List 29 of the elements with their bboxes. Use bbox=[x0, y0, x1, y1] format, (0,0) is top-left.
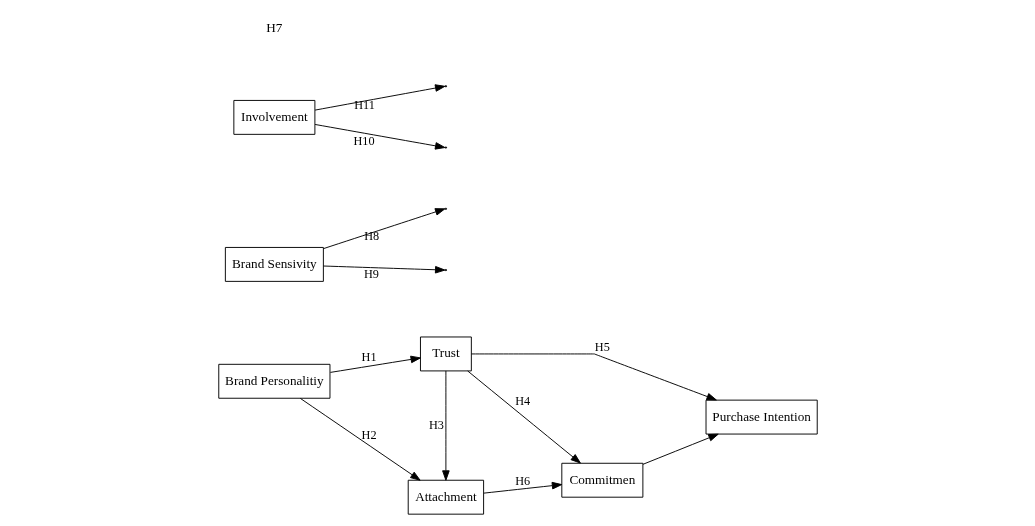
node-box: Involvement bbox=[232, 99, 315, 135]
arrow bbox=[482, 481, 562, 494]
edge-label: H1 bbox=[361, 349, 377, 364]
arrow bbox=[642, 433, 719, 465]
node-box: Commitmen bbox=[560, 462, 643, 498]
arrow bbox=[329, 355, 421, 373]
edge-label: H10 bbox=[352, 133, 375, 148]
arrow bbox=[314, 124, 445, 150]
arrow bbox=[322, 265, 445, 274]
arrow bbox=[466, 370, 581, 464]
arrow bbox=[314, 84, 445, 111]
node-box: Attachment bbox=[407, 479, 484, 515]
edge-label: H8 bbox=[363, 228, 379, 243]
node-box: Brand Sensivity bbox=[224, 247, 324, 282]
arrow bbox=[322, 208, 445, 250]
edge-label: H9 bbox=[363, 266, 379, 281]
arrow bbox=[299, 397, 421, 481]
edge-label: H4 bbox=[514, 394, 530, 409]
edge-label: H3 bbox=[428, 417, 444, 432]
arrow bbox=[470, 353, 717, 401]
arrow bbox=[441, 370, 450, 481]
edge-label: H2 bbox=[361, 428, 377, 443]
label: H7 bbox=[265, 20, 282, 36]
node-box: Purchase Intention bbox=[705, 399, 818, 435]
edge-label: H6 bbox=[514, 474, 530, 489]
edge-label: H11 bbox=[353, 97, 375, 112]
node-box: Brand Personalitiy bbox=[217, 363, 330, 399]
node-box: Trust bbox=[419, 336, 472, 372]
edge-label: H5 bbox=[594, 339, 610, 354]
